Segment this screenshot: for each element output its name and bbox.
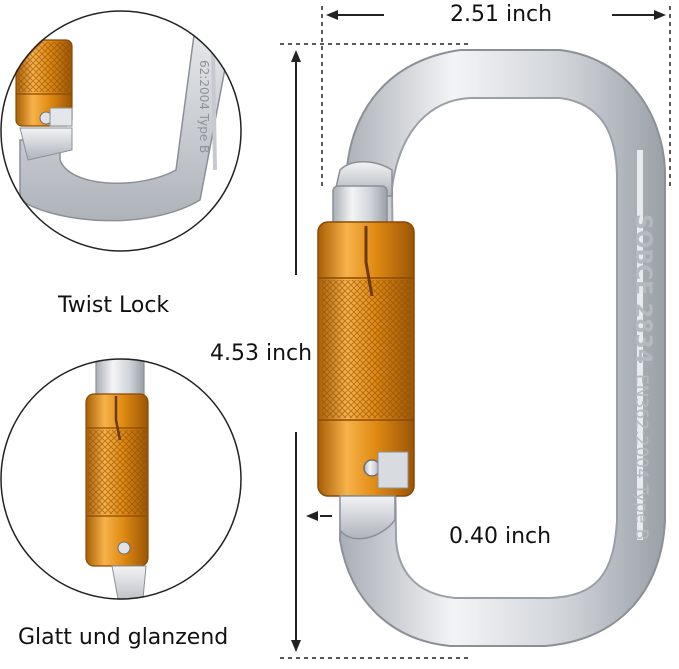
width-dimension-label: 2.51 inch [450, 2, 553, 27]
engraving-mark: CE 2834 [630, 264, 655, 364]
height-dimension-label: 4.53 inch [210, 341, 313, 366]
smooth-finish-caption: Glatt und glanzend [18, 625, 229, 650]
gate-opening-label: 0.40 inch [449, 524, 552, 549]
inset-engraving: 62:2004 Type B [197, 60, 211, 153]
inset-smooth [0, 358, 242, 600]
twist-lock-caption: Twist Lock [58, 293, 170, 318]
engraving-standard: EN362:2004 Type B [631, 374, 651, 540]
engraving-brand: SOB [630, 214, 655, 265]
carabiner-main: SOB CE 2834 EN362:2004 Type B [317, 49, 666, 647]
inset-twist-lock: 62:2004 Type B [0, 10, 242, 252]
